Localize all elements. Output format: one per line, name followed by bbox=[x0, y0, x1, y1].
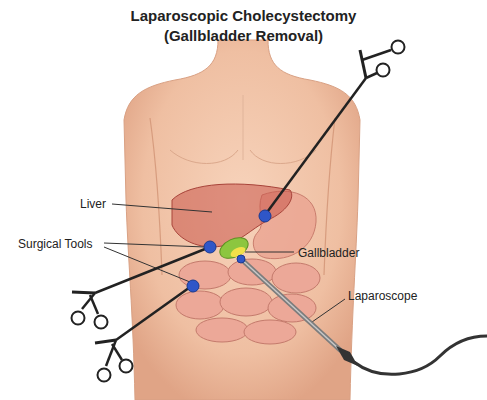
title-block: Laparoscopic Cholecystectomy (Gallbladde… bbox=[0, 6, 487, 46]
chest-contour bbox=[250, 150, 316, 164]
part-label: Gallbladder bbox=[298, 246, 359, 260]
surgical-tool bbox=[95, 285, 193, 382]
diagram-title: Laparoscopic Cholecystectomy (Gallbladde… bbox=[119, 6, 369, 46]
part-label: Liver bbox=[80, 197, 106, 211]
surgical-tool bbox=[72, 247, 211, 329]
torso bbox=[124, 40, 360, 400]
sternum-line bbox=[243, 95, 244, 160]
chest-contour bbox=[170, 150, 238, 164]
surgical-tool bbox=[265, 41, 405, 216]
laparoscope-instrument bbox=[240, 258, 487, 374]
leader-lines bbox=[104, 204, 345, 322]
part-label: Surgical Tools bbox=[18, 237, 92, 251]
gallbladder-organ bbox=[217, 234, 252, 263]
intestines bbox=[176, 259, 320, 344]
liver bbox=[172, 184, 292, 247]
arm-crease bbox=[150, 118, 162, 275]
part-label: Laparoscope bbox=[348, 289, 417, 303]
trocar-port bbox=[187, 210, 271, 292]
